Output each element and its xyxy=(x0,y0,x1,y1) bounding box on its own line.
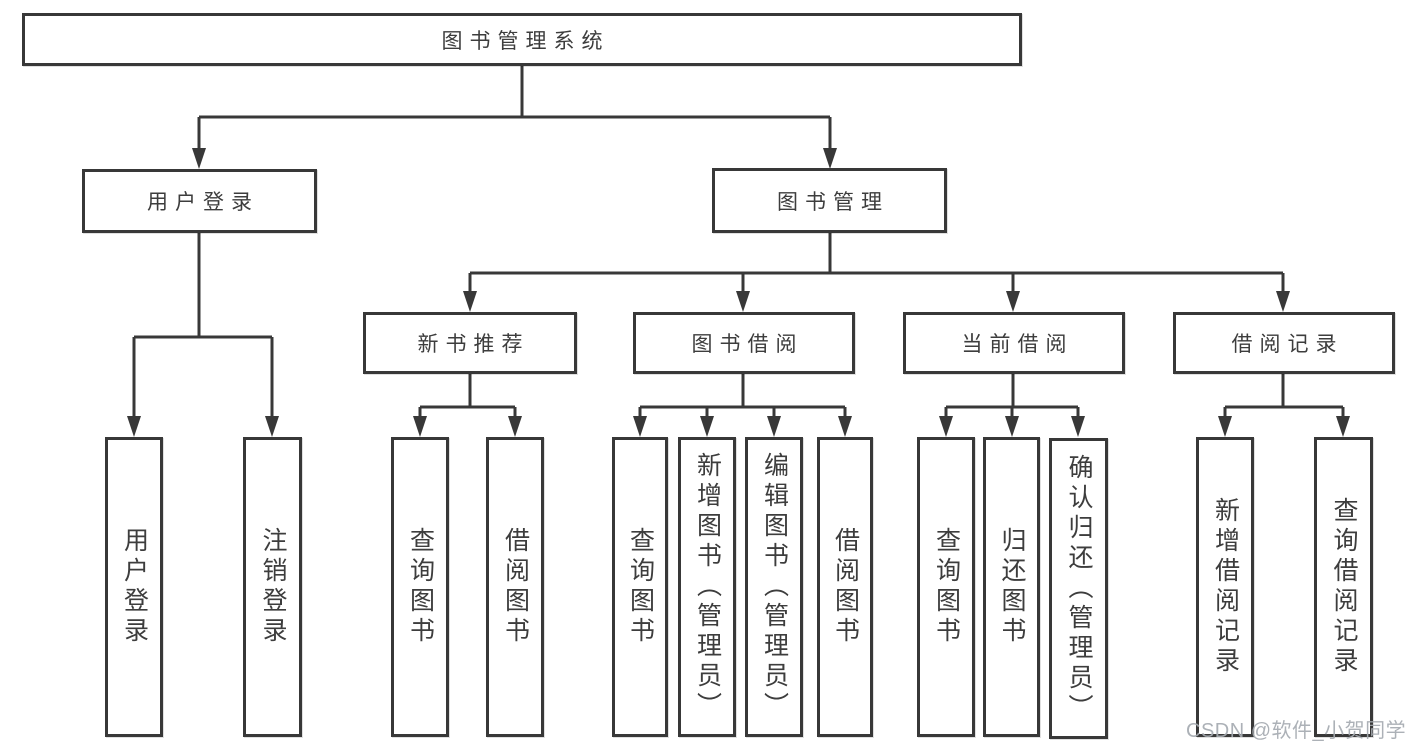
node-book-management: 图书管理 xyxy=(712,168,947,233)
node-user-login: 用户登录 xyxy=(82,169,317,233)
leaf-borrow-book-2-label: 借阅图书 xyxy=(831,527,860,647)
leaf-query-book-2: 查询图书 xyxy=(612,437,668,737)
leaf-edit-book-admin: 编辑图书（管理员） xyxy=(745,437,803,737)
node-book-borrow-label: 图书借阅 xyxy=(691,333,804,356)
leaf-query-borrow-record-label: 查询借阅记录 xyxy=(1330,497,1358,677)
node-new-book-recommend: 新书推荐 xyxy=(363,312,577,374)
node-borrow-record-label: 借阅记录 xyxy=(1231,333,1344,356)
leaf-query-book-1-label: 查询图书 xyxy=(406,527,435,647)
node-current-borrow: 当前借阅 xyxy=(903,312,1125,374)
leaf-add-book-admin-label: 新增图书（管理员） xyxy=(693,452,722,722)
leaf-query-book-2-label: 查询图书 xyxy=(626,527,655,647)
leaf-query-borrow-record: 查询借阅记录 xyxy=(1314,437,1373,737)
arrowheads xyxy=(127,148,1350,437)
leaf-user-login-label: 用户登录 xyxy=(120,527,149,647)
node-library-system: 图书管理系统 xyxy=(22,13,1022,66)
leaf-confirm-return-admin-label: 确认归还（管理员） xyxy=(1065,453,1093,724)
node-new-book-recommend-label: 新书推荐 xyxy=(417,333,530,356)
leaf-confirm-return-admin: 确认归还（管理员） xyxy=(1049,438,1108,739)
leaf-add-book-admin: 新增图书（管理员） xyxy=(678,437,736,737)
leaf-logout-login: 注销登录 xyxy=(243,437,302,737)
node-book-borrow: 图书借阅 xyxy=(633,312,855,374)
leaf-return-book-label: 归还图书 xyxy=(998,527,1026,647)
leaf-query-book-3: 查询图书 xyxy=(917,437,975,737)
leaf-edit-book-admin-label: 编辑图书（管理员） xyxy=(760,452,789,722)
leaf-add-borrow-record: 新增借阅记录 xyxy=(1196,437,1254,737)
leaf-logout-login-label: 注销登录 xyxy=(259,527,287,647)
leaf-borrow-book-1-label: 借阅图书 xyxy=(501,527,530,647)
leaf-query-book-1: 查询图书 xyxy=(391,437,449,737)
node-user-login-label: 用户登录 xyxy=(147,191,259,214)
node-book-management-label: 图书管理 xyxy=(777,190,889,214)
leaf-query-book-3-label: 查询图书 xyxy=(932,527,961,647)
node-library-system-label: 图书管理系统 xyxy=(441,29,610,53)
node-borrow-record: 借阅记录 xyxy=(1173,312,1395,374)
leaf-add-borrow-record-label: 新增借阅记录 xyxy=(1211,497,1240,677)
leaf-user-login: 用户登录 xyxy=(105,437,163,737)
csdn-watermark: CSDN @软件_小贺同学 xyxy=(1186,720,1405,742)
leaf-borrow-book-1: 借阅图书 xyxy=(486,437,544,737)
node-current-borrow-label: 当前借阅 xyxy=(961,333,1074,356)
leaf-return-book: 归还图书 xyxy=(983,437,1040,737)
leaf-borrow-book-2: 借阅图书 xyxy=(817,437,873,737)
